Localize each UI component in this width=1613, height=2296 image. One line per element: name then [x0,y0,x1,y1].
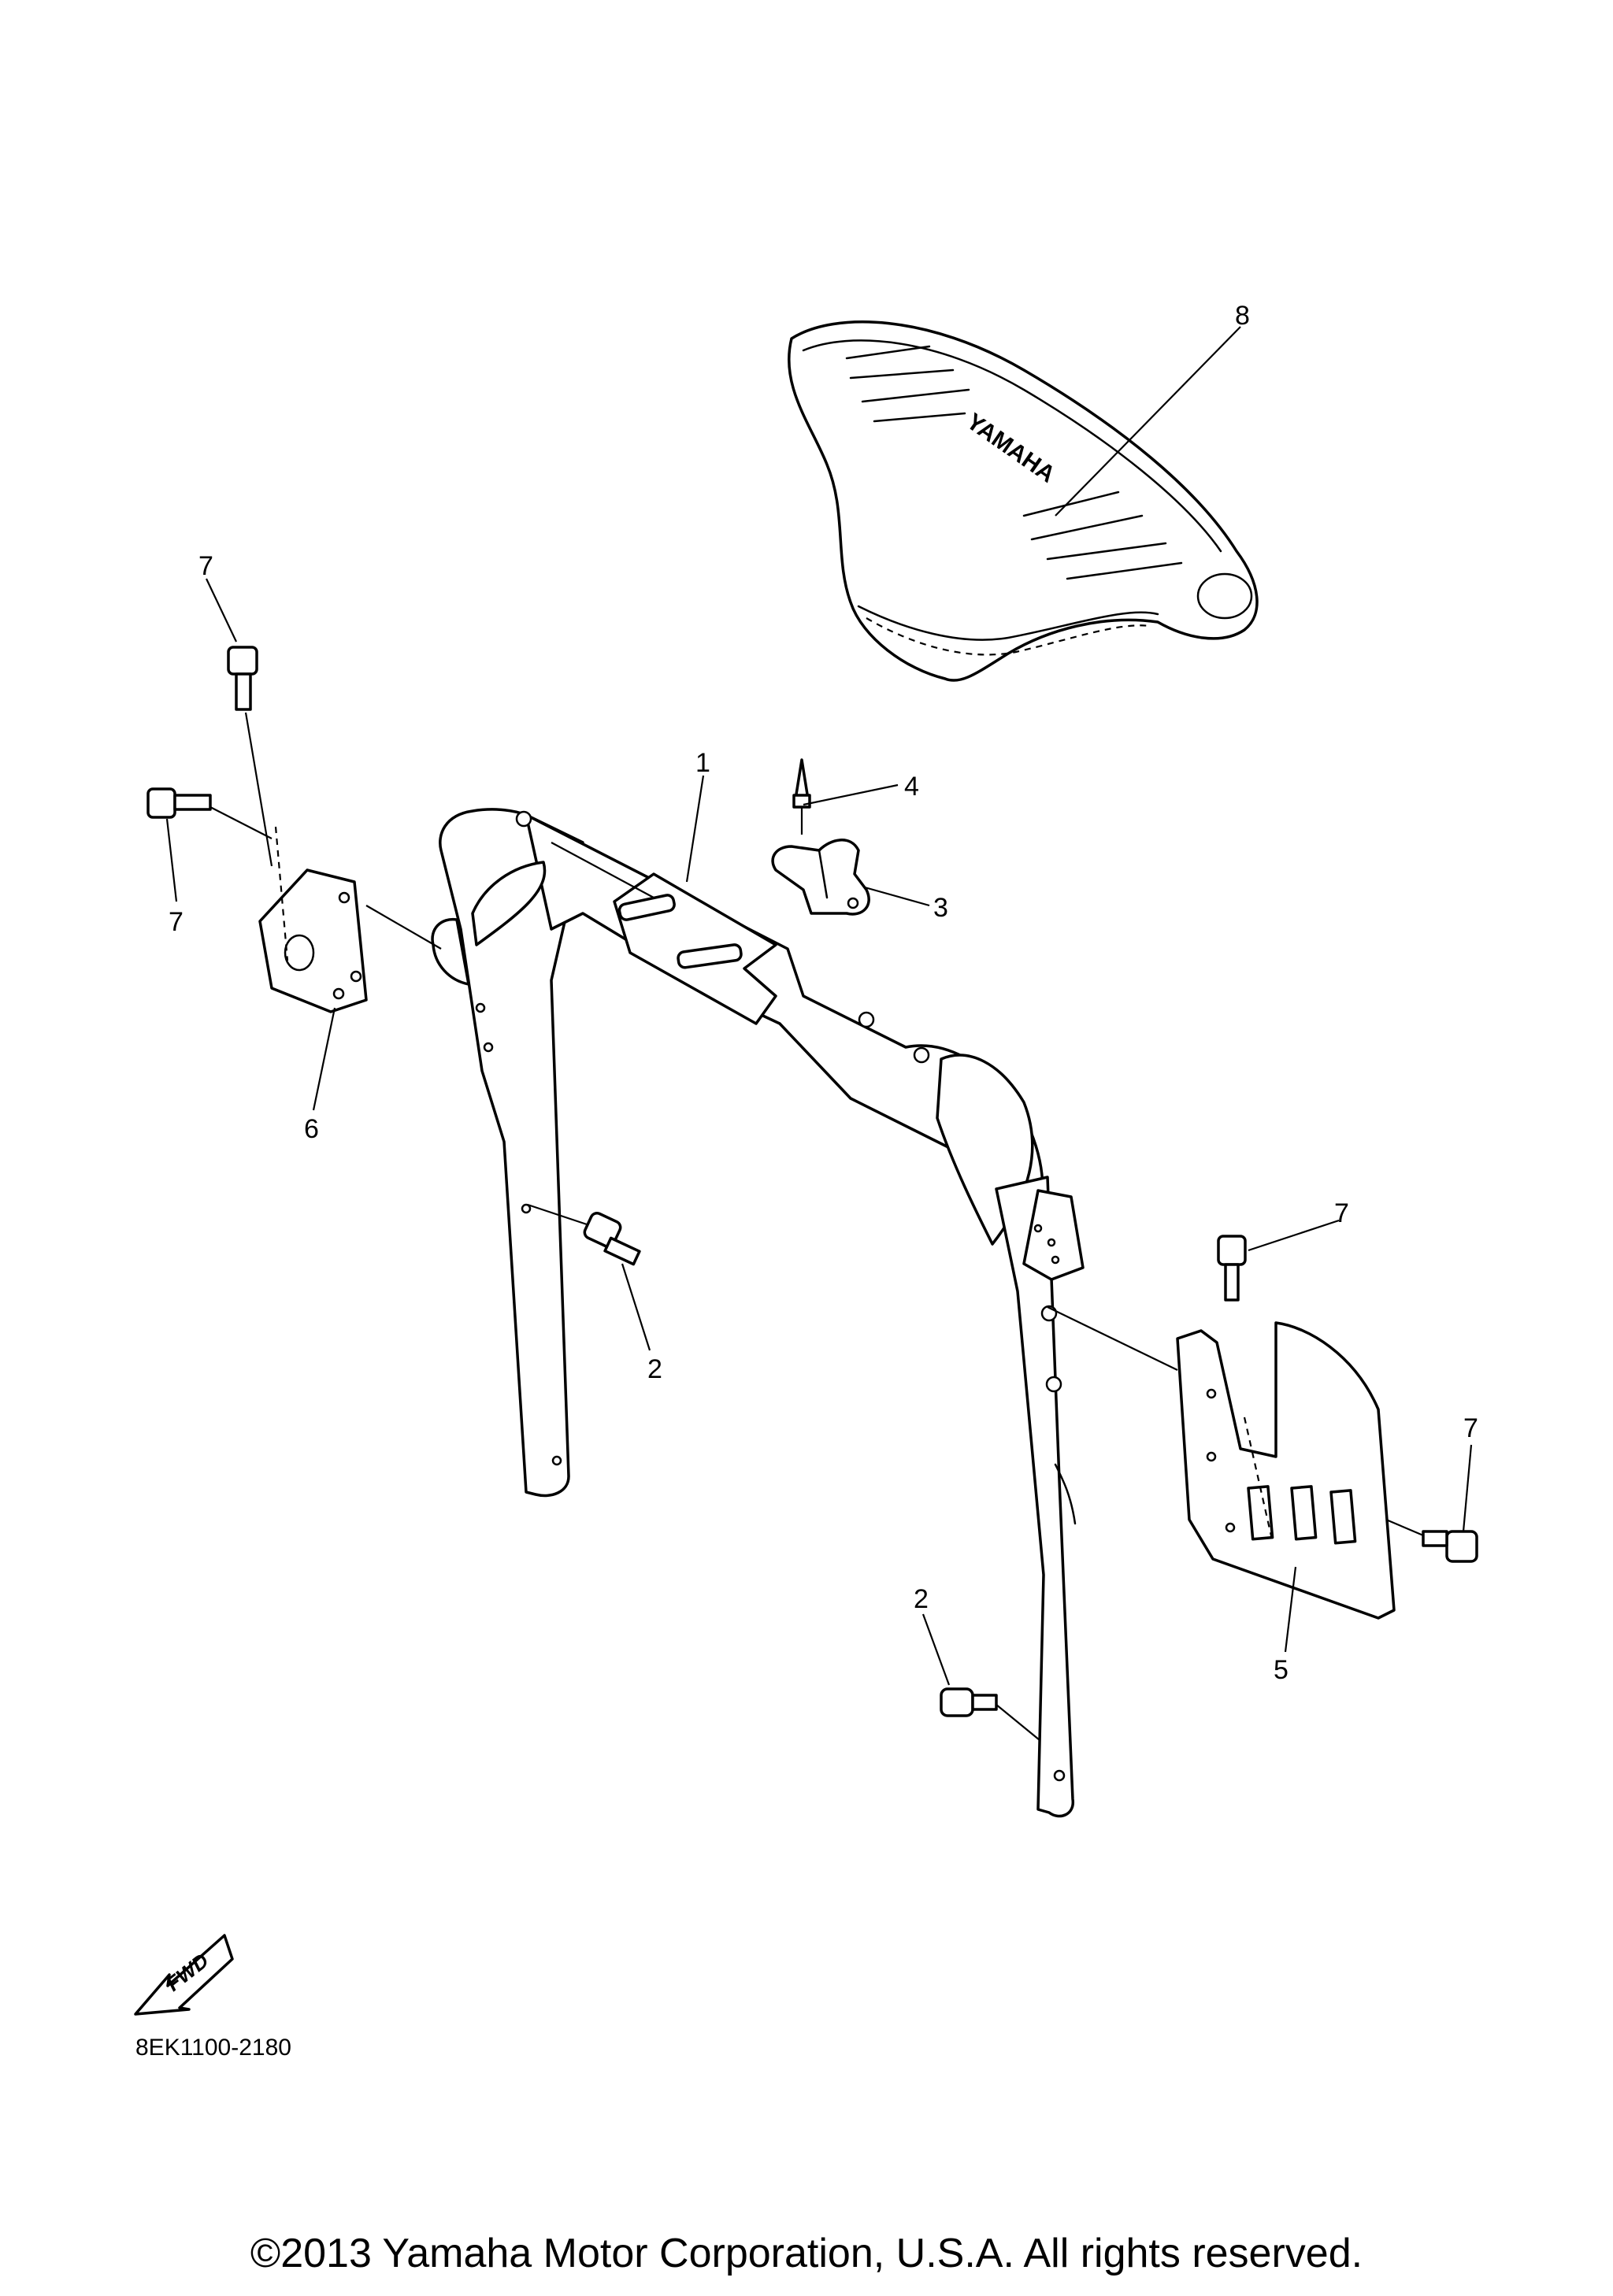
callout-6: 6 [304,1114,319,1144]
fwd-arrow-icon: FWD [134,1934,234,2016]
copyright-notice: ©2013 Yamaha Motor Corporation, U.S.A. A… [250,2231,1363,2276]
plate-part-5 [1176,1321,1396,1620]
seat-part-8: YAMAHA [787,320,1259,682]
callout-7-right-bottom: 7 [1463,1413,1478,1443]
handle-pole-part-1 [439,808,1085,1818]
callout-7-right-top: 7 [1334,1198,1349,1228]
callout-2-left: 2 [647,1354,662,1384]
bolt-7-right-bottom [1385,1518,1478,1563]
screw-2-bottom [940,1687,1040,1741]
callout-2-bottom: 2 [914,1584,929,1614]
callout-3: 3 [933,893,948,923]
bolt-7-left [146,787,273,839]
bolt-7-top-left [227,646,273,867]
clip-part-3 [771,839,870,916]
callout-5: 5 [1274,1655,1289,1685]
callout-8: 8 [1235,301,1250,331]
drawing-code: 8EK1100-2180 [135,2035,291,2061]
rivet-part-4 [792,758,811,835]
bracket-part-6 [258,826,470,1013]
callout-7-left: 7 [169,907,184,937]
callout-7-top-left: 7 [198,551,213,581]
bolt-7-right-top [1217,1235,1247,1302]
callout-1: 1 [695,748,710,778]
callout-4: 4 [904,772,919,802]
screw-2-left [527,1203,641,1266]
